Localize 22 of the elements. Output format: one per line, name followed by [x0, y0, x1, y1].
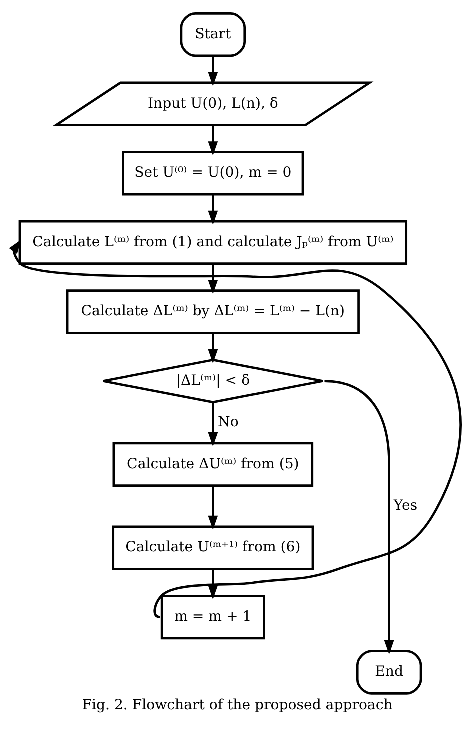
arrow	[208, 194, 218, 224]
arrow	[208, 56, 218, 86]
edge-label: Yes	[393, 497, 418, 514]
arrow	[208, 332, 218, 364]
arrow	[208, 568, 218, 600]
node-box: Calculate ΔL⁽ᵐ⁾ by ΔL⁽ᵐ⁾ = L⁽ᵐ⁾ − L(n)	[66, 289, 360, 334]
node-box: Start	[180, 12, 246, 57]
node-diamond: |ΔL⁽ᵐ⁾| < δ	[102, 358, 324, 404]
arrow	[8, 239, 462, 618]
node-box: Set U⁽⁰⁾ = U(0), m = 0	[122, 150, 304, 196]
arrow	[324, 380, 394, 654]
caption: Fig. 2. Flowchart of the proposed approach	[82, 697, 392, 714]
arrow	[208, 124, 218, 156]
node-box: Calculate ΔU⁽ᵐ⁾ from (5)	[112, 442, 314, 486]
edge-label: No	[218, 414, 238, 430]
node-box: m = m + 1	[160, 594, 265, 640]
node-box: Calculate L⁽ᵐ⁾ from (1) and calculate Jₚ⁽ᵐ⁾ from U⁽ᵐ⁾	[18, 220, 408, 264]
node-box: End	[356, 650, 422, 694]
arrow	[208, 485, 218, 530]
node-box: Calculate U⁽ᵐ⁺¹⁾ from (6)	[112, 525, 314, 570]
arrow	[208, 263, 218, 294]
arrow	[208, 402, 218, 446]
